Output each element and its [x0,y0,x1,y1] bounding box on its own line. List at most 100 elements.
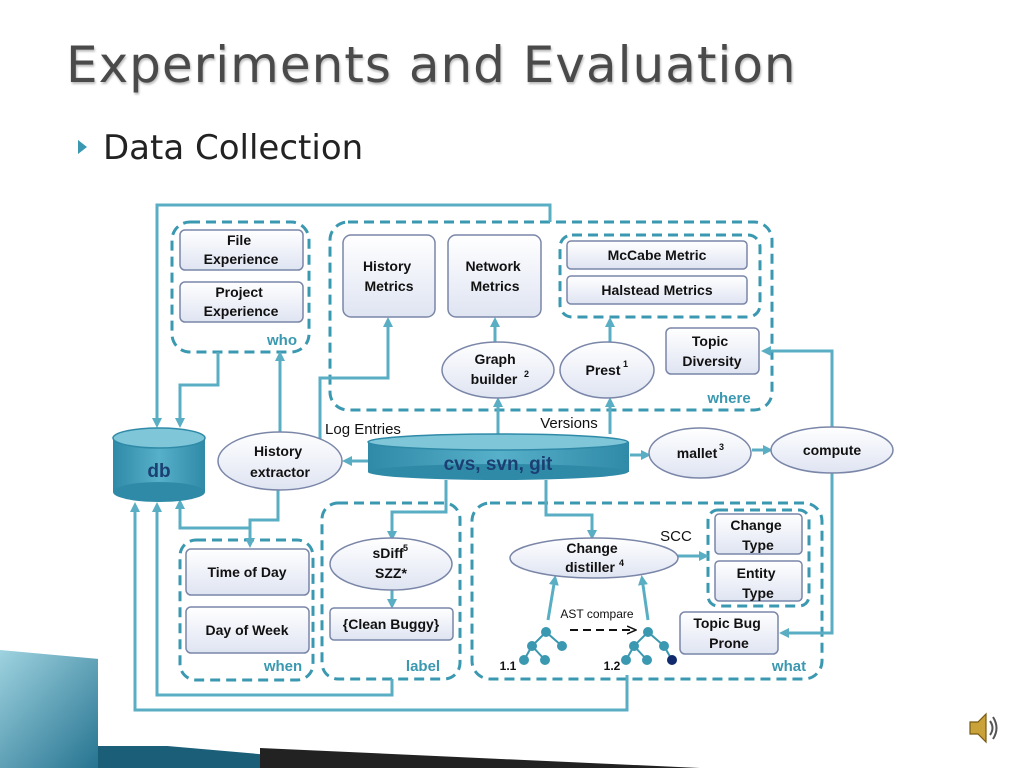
ast-tree-left-icon [519,627,567,665]
history-extractor-line2: extractor [250,464,310,480]
mallet-label: mallet [677,445,718,461]
svg-text:History Metrics: History Metrics [363,258,415,294]
version-label-a: 1.1 [500,659,517,673]
svg-text:Network Metrics: Network Metrics [465,258,524,294]
change-distiller-line2: distiller [565,559,615,575]
data-collection-diagram: db cvs, svn, git File Experience Project… [112,203,894,712]
svg-text:File Experience: File Experience [204,232,279,267]
metrics-subgroup [558,233,762,319]
sdiff-label: sDiff [372,545,403,561]
speaker-icon[interactable] [966,708,1000,748]
prest-sup: 1 [623,359,628,369]
compute-node: compute [770,426,894,474]
graph-builder-line2: builder [471,371,518,387]
what-label: what [771,658,806,675]
svg-text:Project Experience: Project Experience [204,284,279,319]
history-extractor-node: History extractor [217,431,343,491]
time-of-day-box: Time of Day [185,548,310,596]
label-to-db-connector [152,502,394,697]
slide-title: Experiments and Evaluation [66,36,797,94]
prest-label: Prest [585,362,620,378]
when-label: when [263,658,302,675]
when-to-db-connector [175,499,252,545]
clean-buggy-label: {Clean Buggy} [343,616,440,632]
svg-text:Change Type: Change Type [730,517,785,553]
svg-text:Graph builder: Graph builder [471,351,520,387]
day-of-week-label: Day of Week [206,622,289,638]
sdiff-szz-node: sDiff 5 SZZ* [329,537,453,591]
project-experience-line2: Experience [204,303,279,319]
project-experience-box: Project Experience [179,281,304,323]
topic-diversity-box: Topic Diversity [665,327,760,375]
who-label: who [266,332,297,349]
svg-text:History extractor: History extractor [250,443,310,480]
history-extractor-line1: History [254,443,302,459]
compute-to-bugprone-connector [779,472,834,638]
compute-label: compute [803,442,862,458]
file-experience-line1: File [227,232,251,248]
log-entries-label: Log Entries [325,421,401,438]
versions-label: Versions [540,415,598,432]
where-label: where [706,390,750,407]
time-of-day-label: Time of Day [207,564,286,580]
repo-to-what-connector [544,480,597,540]
halstead-metrics-box: Halstead Metrics [566,275,748,305]
topic-diversity-line2: Diversity [682,353,741,369]
history-metrics-line2: Metrics [364,278,413,294]
mallet-node: mallet 3 [648,427,752,479]
graph-builder-line1: Graph [474,351,515,367]
network-metrics-box: Network Metrics [447,234,542,318]
who-group [170,220,311,354]
change-distiller-node: Change distiller 4 [509,537,679,579]
szz-label: SZZ* [375,565,407,581]
halstead-metrics-label: Halstead Metrics [601,282,712,298]
svg-text:Change distiller: Change distiller [565,540,622,575]
entity-type-line1: Entity [737,565,776,581]
compute-to-diversity-connector [761,346,834,428]
sdiff-sup: 5 [403,543,408,553]
repository-cylinder: cvs, svn, git [367,433,629,480]
scc-label: SCC [660,528,692,545]
topic-bug-prone-line1: Topic Bug [693,615,760,631]
svg-text:Topic Diversity: Topic Diversity [682,333,741,369]
bullet-arrow-icon [78,139,87,154]
bullet-item: Data Collection [78,128,363,168]
file-experience-line2: Experience [204,251,279,267]
repo-to-label-connector [387,480,448,541]
svg-text:Entity Type: Entity Type [737,565,780,601]
db-cylinder: db [112,427,206,502]
db-label: db [147,461,170,482]
change-distiller-line1: Change [566,540,618,556]
entity-type-line2: Type [742,585,774,601]
graph-builder-node: Graph builder 2 [441,341,555,399]
repository-label: cvs, svn, git [444,454,553,475]
history-metrics-box: History Metrics [342,234,436,318]
graph-builder-sup: 2 [524,369,529,379]
day-of-week-box: Day of Week [185,606,310,654]
clean-buggy-box: {Clean Buggy} [329,607,454,641]
bullet-text: Data Collection [103,128,364,168]
change-type-box: Change Type [714,513,803,555]
topic-bug-prone-box: Topic Bug Prone [679,611,779,655]
bottom-loop-connector [130,502,629,712]
repo-to-db-top-connector [152,203,552,428]
file-experience-box: File Experience [179,229,304,271]
ast-right-to-distiller-connector [638,575,650,621]
network-metrics-line2: Metrics [470,278,519,294]
version-label-b: 1.2 [604,659,621,673]
topic-bug-prone-line2: Prone [709,635,749,651]
where-group [328,220,774,412]
network-metrics-line1: Network [465,258,520,274]
change-type-line2: Type [742,537,774,553]
diagram-panel: db cvs, svn, git File Experience Project… [98,182,970,746]
extractor-to-history-connector [318,317,393,440]
mccabe-metric-label: McCabe Metric [608,247,707,263]
history-metrics-line1: History [363,258,411,274]
ast-left-to-distiller-connector [546,575,559,621]
prest-node: Prest 1 [559,341,655,399]
change-distiller-sup: 4 [619,558,624,568]
project-experience-line1: Project [215,284,263,300]
mallet-sup: 3 [719,442,724,452]
extractor-to-when-connector [245,488,280,548]
ast-tree-right-icon [621,627,677,665]
